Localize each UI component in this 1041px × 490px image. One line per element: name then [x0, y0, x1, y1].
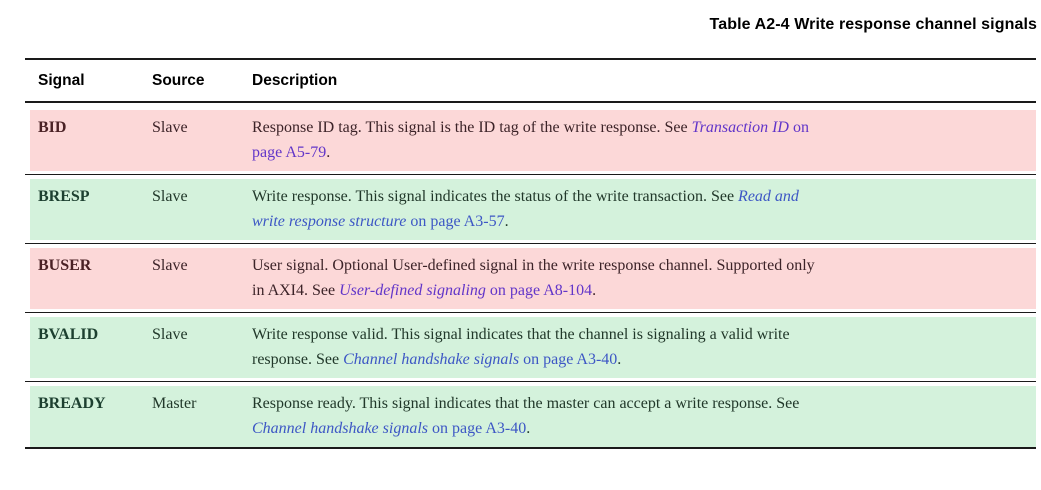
description-line: Write response valid. This signal indica… — [252, 322, 1036, 347]
signal-description: Response ID tag. This signal is the ID t… — [252, 115, 1036, 165]
row-separator-rule — [25, 381, 1036, 382]
column-header-source: Source — [152, 72, 205, 89]
description-line: User signal. Optional User-defined signa… — [252, 253, 1036, 278]
column-header-description: Description — [252, 72, 338, 89]
description-text: . — [617, 351, 622, 368]
description-text: Response ID tag. This signal is the ID t… — [252, 119, 692, 136]
signal-description: Write response. This signal indicates th… — [252, 184, 1036, 234]
description-text: . — [504, 213, 509, 230]
cross-reference-link[interactable]: on page A3-40 — [428, 420, 527, 437]
table-rows: BID Slave Response ID tag. This signal i… — [25, 110, 1036, 447]
signal-description: Write response valid. This signal indica… — [252, 322, 1036, 372]
description-text: response. See — [252, 351, 344, 368]
table-caption: Table A2-4 Write response channel signal… — [709, 16, 1037, 33]
signal-source: Slave — [152, 119, 188, 136]
table-row: BVALID Slave Write response valid. This … — [30, 317, 1036, 378]
description-line: Response ready. This signal indicates th… — [252, 391, 1036, 416]
cross-reference-link[interactable]: on page A3-40 — [519, 351, 618, 368]
row-separator-rule — [25, 174, 1036, 175]
cross-reference-link[interactable]: write response structure — [252, 213, 407, 230]
description-text: . — [526, 420, 531, 437]
description-line: Response ID tag. This signal is the ID t… — [252, 115, 1036, 140]
column-header-signal: Signal — [38, 72, 85, 89]
row-separator-rule — [25, 243, 1036, 244]
signal-source: Master — [152, 395, 197, 412]
signal-name: BVALID — [38, 326, 99, 343]
cross-reference-link[interactable]: on — [788, 119, 809, 136]
table-bottom-rule — [25, 447, 1036, 449]
signal-description: Response ready. This signal indicates th… — [252, 391, 1036, 441]
table-row: BUSER Slave User signal. Optional User-d… — [30, 248, 1036, 309]
table-top-rule — [25, 58, 1036, 60]
signal-name: BREADY — [38, 395, 106, 412]
description-line: page A5-79. — [252, 140, 1036, 165]
signal-source: Slave — [152, 257, 188, 274]
cross-reference-link[interactable]: Read and — [738, 188, 799, 205]
signals-table: Signal Source Description BID Slave Resp… — [25, 58, 1036, 449]
cross-reference-link[interactable]: Transaction ID — [691, 119, 789, 136]
description-text: in AXI4. See — [252, 282, 340, 299]
description-text: Write response valid. This signal indica… — [252, 326, 790, 343]
signal-source: Slave — [152, 326, 188, 343]
cross-reference-link[interactable]: User-defined signaling — [339, 282, 486, 299]
description-text: . — [592, 282, 597, 299]
description-text: User signal. Optional User-defined signa… — [252, 257, 815, 274]
description-line: Channel handshake signals on page A3-40. — [252, 416, 1036, 441]
description-text: Response ready. This signal indicates th… — [252, 395, 800, 412]
signal-description: User signal. Optional User-defined signa… — [252, 253, 1036, 303]
row-separator — [25, 378, 1036, 386]
table-row: BRESP Slave Write response. This signal … — [30, 179, 1036, 240]
description-line: write response structure on page A3-57. — [252, 209, 1036, 234]
table-row: BID Slave Response ID tag. This signal i… — [30, 110, 1036, 171]
row-separator — [25, 240, 1036, 248]
description-text: Write response. This signal indicates th… — [252, 188, 739, 205]
cross-reference-link[interactable]: page A5-79 — [252, 144, 327, 161]
header-bottom-rule — [25, 101, 1036, 103]
row-separator-rule — [25, 312, 1036, 313]
description-line: in AXI4. See User-defined signaling on p… — [252, 278, 1036, 303]
signal-name: BID — [38, 119, 67, 136]
cross-reference-link[interactable]: Channel handshake signals — [343, 351, 520, 368]
description-text: . — [326, 144, 331, 161]
table-header-row: Signal Source Description — [25, 60, 1036, 101]
row-separator — [25, 171, 1036, 179]
description-line: Write response. This signal indicates th… — [252, 184, 1036, 209]
signal-source: Slave — [152, 188, 188, 205]
cross-reference-link[interactable]: Channel handshake signals — [252, 420, 428, 437]
cross-reference-link[interactable]: on page A8-104 — [485, 282, 593, 299]
signal-name: BUSER — [38, 257, 92, 274]
row-separator — [25, 309, 1036, 317]
cross-reference-link[interactable]: on page A3-57 — [406, 213, 505, 230]
table-row: BREADY Master Response ready. This signa… — [30, 386, 1036, 447]
description-line: response. See Channel handshake signals … — [252, 347, 1036, 372]
signal-name: BRESP — [38, 188, 90, 205]
